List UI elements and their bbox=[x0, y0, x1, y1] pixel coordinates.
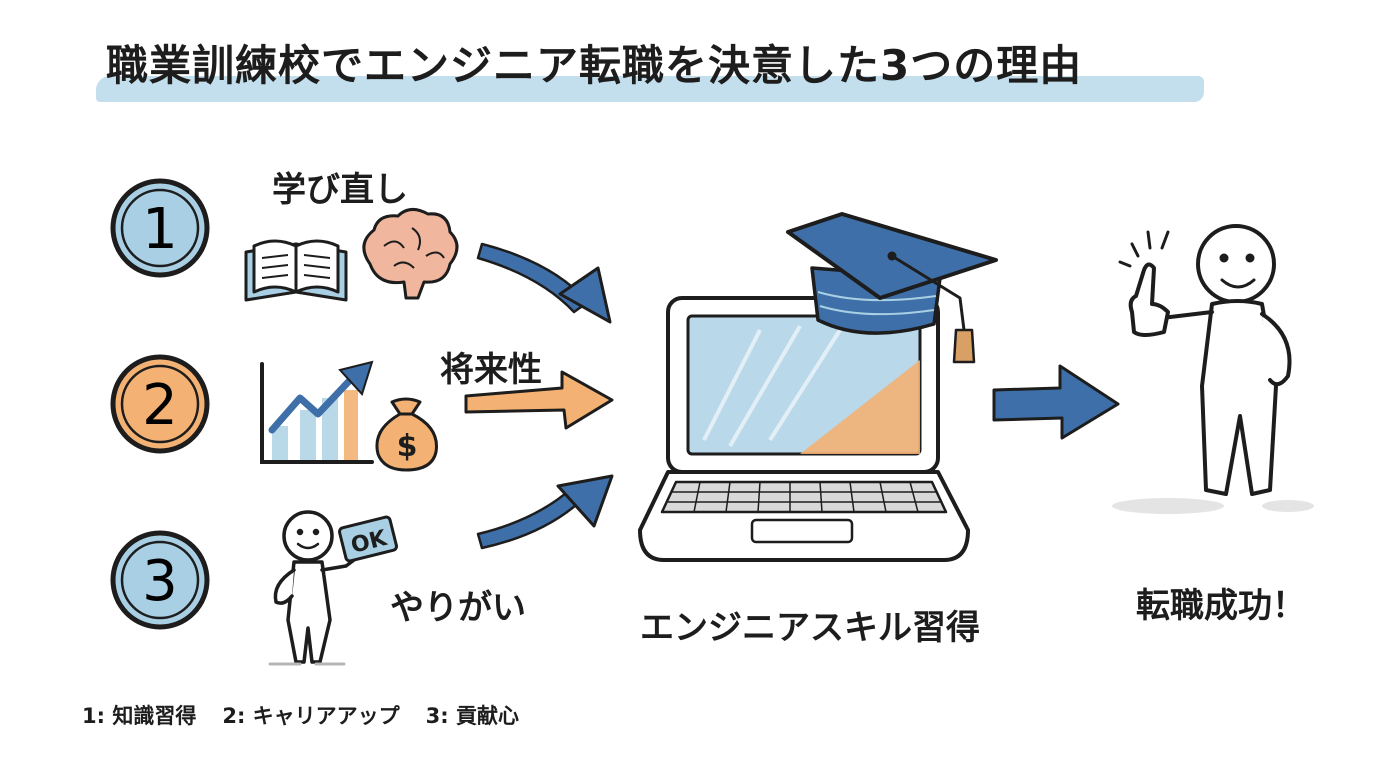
number-circle-1: 1 bbox=[110, 178, 210, 278]
arrow-2 bbox=[464, 370, 614, 430]
money-bag-icon: $ bbox=[375, 397, 438, 472]
title-highlight bbox=[96, 76, 1204, 102]
ok-sign: OK bbox=[338, 515, 398, 563]
number-circle-2: 2 bbox=[110, 354, 210, 454]
skill-label: エンジニアスキル習得 bbox=[640, 608, 980, 648]
graduation-cap-icon bbox=[786, 212, 998, 364]
title-area: 職業訓練校でエンジニア転職を決意した3つの理由 bbox=[92, 28, 1212, 108]
arrow-3 bbox=[476, 474, 614, 550]
page-title: 職業訓練校でエンジニア転職を決意した3つの理由 bbox=[106, 41, 1083, 90]
reason-2-label: 将来性 bbox=[440, 350, 542, 390]
number-1: 1 bbox=[142, 197, 178, 262]
legend-item-3: 3: 貢献心 bbox=[425, 704, 519, 728]
number-circle-3: 3 bbox=[110, 530, 210, 630]
reason-3-label: やりがい bbox=[390, 588, 526, 628]
number-3: 3 bbox=[142, 549, 178, 614]
stick-figure-thumbs-up bbox=[1112, 224, 1314, 514]
open-book-icon bbox=[244, 239, 348, 302]
number-2: 2 bbox=[142, 373, 178, 438]
laptop-icon bbox=[638, 296, 970, 562]
legend: 1: 知識習得 2: キャリアアップ 3: 貢献心 bbox=[82, 700, 519, 730]
reason-1-label: 学び直し bbox=[272, 170, 408, 210]
growth-chart-icon bbox=[260, 360, 374, 464]
legend-item-1: 1: 知識習得 bbox=[82, 704, 197, 728]
brain-icon bbox=[362, 208, 459, 300]
result-label: 転職成功！ bbox=[1136, 586, 1306, 626]
dollar-sign: $ bbox=[397, 429, 418, 464]
legend-item-2: 2: キャリアアップ bbox=[222, 704, 400, 728]
stick-figure-ok bbox=[268, 510, 356, 666]
arrow-success bbox=[992, 364, 1120, 440]
arrow-1 bbox=[476, 242, 612, 324]
